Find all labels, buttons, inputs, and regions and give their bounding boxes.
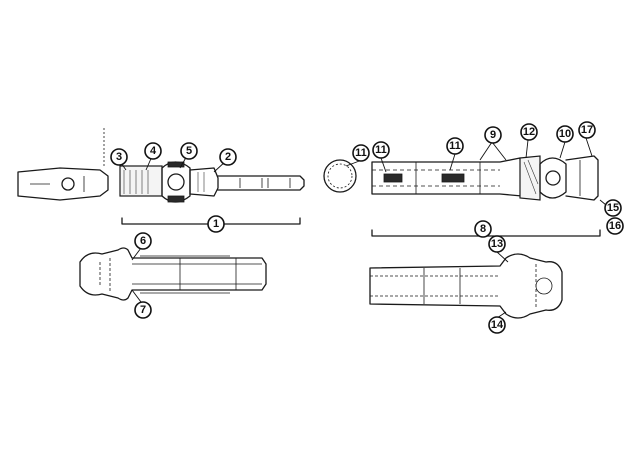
callout-10: 10 [556,125,574,143]
callout-13-label: 13 [491,238,503,250]
callout-1-label: 1 [213,218,219,230]
callout-5-label: 5 [186,145,192,157]
callout-16: 16 [606,217,624,235]
left-yoke-detail [79,247,267,301]
callout-11c-label: 11 [449,140,461,152]
callout-3: 3 [110,148,128,166]
right-yoke-detail [369,253,563,319]
callout-6: 6 [134,232,152,250]
callout-6-label: 6 [140,235,146,247]
left-shaft-assembly [17,128,305,225]
callout-7-label: 7 [140,304,146,316]
callout-8-label: 8 [480,223,486,235]
callout-13: 13 [488,235,506,253]
callout-12-label: 12 [523,126,535,138]
callout-15-label: 15 [607,202,619,214]
callout-14: 14 [488,316,506,334]
callout-15: 15 [604,199,622,217]
callout-10-label: 10 [559,128,571,140]
callout-1: 1 [207,215,225,233]
callout-5: 5 [180,142,198,160]
callout-14-label: 14 [491,319,504,331]
right-shaft-assembly [323,155,601,237]
callout-9-label: 9 [490,129,496,141]
callout-17: 17 [578,121,596,139]
callout-12: 12 [520,123,538,141]
callout-11c: 11 [446,137,464,155]
callout-11b: 11 [372,141,390,159]
callout-2-label: 2 [225,151,231,163]
callout-4: 4 [144,142,162,160]
callout-7: 7 [134,301,152,319]
callout-16-label: 16 [609,220,621,232]
callout-11b-label: 11 [375,144,387,156]
callout-11a: 11 [352,144,370,162]
leader-lines [118,137,613,319]
callout-11a-label: 11 [355,147,367,159]
callout-9: 9 [484,126,502,144]
callout-17-label: 17 [581,124,593,136]
callout-8: 8 [474,220,492,238]
callout-4-label: 4 [150,145,157,157]
callout-3-label: 3 [116,151,122,163]
callout-2: 2 [219,148,237,166]
